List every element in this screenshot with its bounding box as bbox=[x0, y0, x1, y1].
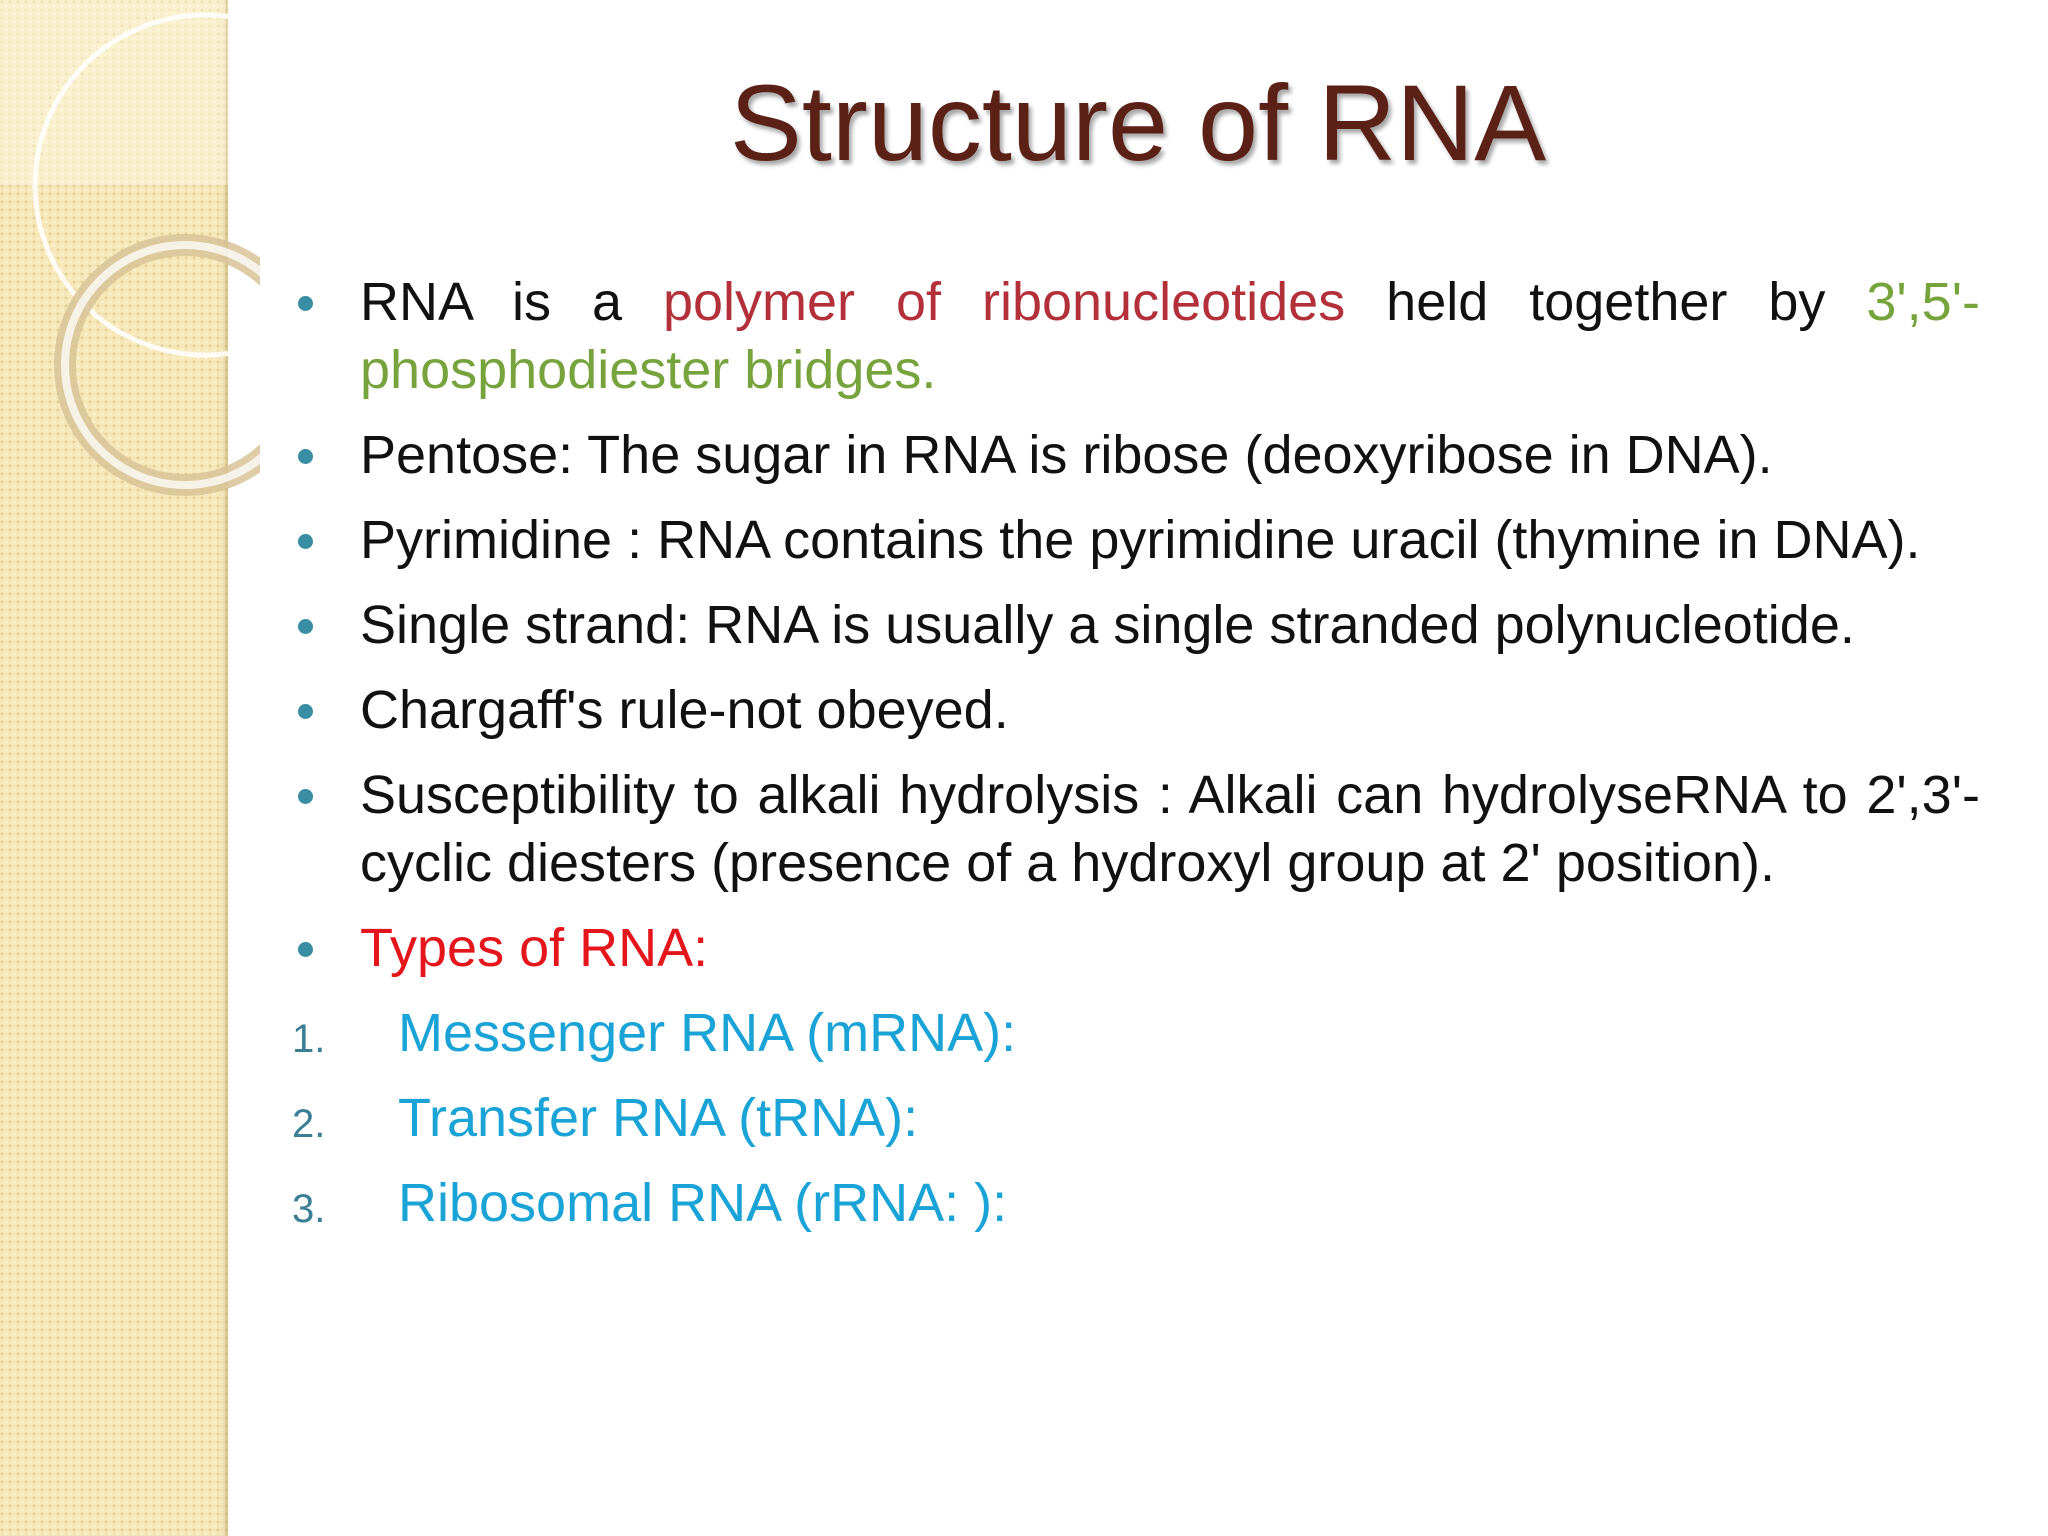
bullet-dot-icon bbox=[298, 449, 313, 464]
bullet-item-single-strand: Single strand: RNA is usually a single s… bbox=[290, 591, 1980, 659]
decorative-band-edge bbox=[226, 0, 229, 1536]
bullet-item-chargaff: Chargaff's rule-not obeyed. bbox=[290, 676, 1980, 744]
bullet-text: Susceptibility to alkali hydrolysis : Al… bbox=[360, 765, 1980, 893]
bullet-item-pyrimidine: Pyrimidine : RNA contains the pyrimidine… bbox=[290, 506, 1980, 574]
bullet-text-part: held together by bbox=[1345, 272, 1867, 332]
list-number: 3. bbox=[292, 1187, 326, 1231]
bullet-dot-icon bbox=[298, 296, 313, 311]
bullet-text: Chargaff's rule-not obeyed. bbox=[360, 680, 1009, 740]
decorative-top-panel bbox=[0, 0, 228, 185]
bullet-item-types: Types of RNA: bbox=[290, 914, 1980, 982]
rna-type-text: Transfer RNA (tRNA): bbox=[398, 1088, 919, 1148]
highlight-polymer: polymer of ribonucleotides bbox=[662, 272, 1346, 332]
bullet-item-polymer: RNA is a polymer of ribonucleotides held… bbox=[290, 268, 1980, 404]
rna-type-text: Ribosomal RNA (rRNA: ): bbox=[398, 1173, 1008, 1233]
bullet-item-pentose: Pentose: The sugar in RNA is ribose (deo… bbox=[290, 421, 1980, 489]
highlight-phosphodiester: 3',5'-phosphodiester bridges. bbox=[360, 272, 1980, 400]
numbered-item-mrna: 1. Messenger RNA (mRNA): bbox=[290, 999, 1980, 1067]
rna-type-text: Messenger RNA (mRNA): bbox=[398, 1003, 1017, 1063]
bullet-text: Pyrimidine : RNA contains the pyrimidine… bbox=[360, 510, 1921, 570]
bullet-text-part: RNA is a bbox=[360, 272, 663, 332]
bullet-list: RNA is a polymer of ribonucleotides held… bbox=[290, 268, 1980, 1254]
bullet-dot-icon bbox=[298, 704, 313, 719]
bullet-dot-icon bbox=[298, 619, 313, 634]
numbered-item-trna: 2. Transfer RNA (tRNA): bbox=[290, 1084, 1980, 1152]
bullet-text: Single strand: RNA is usually a single s… bbox=[360, 595, 1855, 655]
bullet-item-alkali: Susceptibility to alkali hydrolysis : Al… bbox=[290, 761, 1980, 897]
bullet-dot-icon bbox=[298, 942, 313, 957]
list-number: 2. bbox=[292, 1102, 326, 1146]
bullet-dot-icon bbox=[298, 789, 313, 804]
bullet-text: Pentose: The sugar in RNA is ribose (deo… bbox=[360, 425, 1773, 485]
list-number: 1. bbox=[292, 1017, 326, 1061]
slide-title: Structure of RNA bbox=[729, 62, 1547, 183]
types-heading: Types of RNA: bbox=[360, 918, 709, 978]
bullet-dot-icon bbox=[298, 534, 313, 549]
decorative-side-band bbox=[0, 0, 228, 1536]
numbered-item-rrna: 3. Ribosomal RNA (rRNA: ): bbox=[290, 1169, 1980, 1237]
